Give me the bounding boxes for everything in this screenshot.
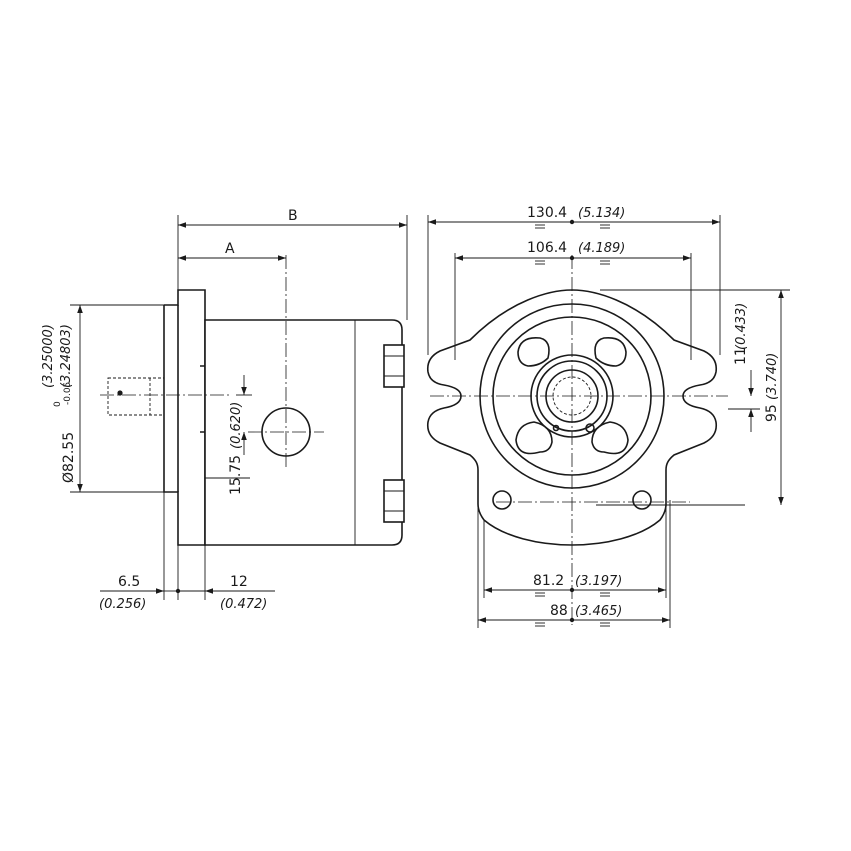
front-lug-bottom-left bbox=[515, 421, 553, 455]
dim-pilot-tol-upper: 0 bbox=[53, 401, 63, 407]
dim-slot-distance: 106.4 (4.189) bbox=[455, 240, 691, 265]
dim-height-mm: 95 bbox=[764, 404, 780, 422]
front-view: 130.4 (5.134) 106.4 (4.189) 11 (0.433) 9… bbox=[426, 205, 790, 628]
hub-pin bbox=[552, 424, 560, 432]
front-lug-bottom-right bbox=[591, 421, 629, 455]
drive-shaft bbox=[107, 377, 165, 416]
dim-a-label: A bbox=[225, 241, 235, 257]
dim-b: B bbox=[178, 208, 407, 228]
base-hole-left bbox=[492, 490, 512, 510]
front-lug-top-left bbox=[517, 336, 550, 367]
front-extension-lines bbox=[427, 215, 790, 628]
body-bolt-bottom bbox=[383, 479, 405, 523]
side-port bbox=[248, 255, 324, 470]
side-view: B A Ø82.55 0 -0.05 (3.25000) (3.24803) 1… bbox=[41, 208, 408, 612]
dim-slot-in: (4.189) bbox=[578, 241, 625, 256]
dim-a: A bbox=[178, 241, 286, 261]
dim-flange-thickness: 6.5 (0.256) bbox=[99, 574, 181, 612]
front-lug-top-right bbox=[594, 336, 627, 367]
dim-base-mm: 88 bbox=[550, 603, 568, 619]
dim-offset-in: (0.433) bbox=[734, 303, 749, 350]
dim-port-offset: 15.75 (0.620) bbox=[228, 375, 252, 495]
pump-body bbox=[204, 319, 403, 546]
dim-offset-mm: 11 bbox=[733, 347, 749, 365]
dim-flange-in: (0.256) bbox=[99, 597, 146, 612]
dim-b-label: B bbox=[288, 208, 298, 224]
dim-pilot-len-in: (0.472) bbox=[220, 597, 267, 612]
dim-port-offset-in: (0.620) bbox=[229, 402, 244, 449]
dim-base-in: (3.465) bbox=[575, 604, 622, 619]
dim-pilot-in-2: (3.24803) bbox=[59, 324, 74, 388]
hub-screw bbox=[585, 423, 595, 433]
dim-hole-spacing: 81.2 (3.197) bbox=[484, 573, 666, 597]
dim-holes-mm: 81.2 bbox=[533, 573, 564, 589]
dim-base-width: 88 (3.465) bbox=[478, 603, 670, 627]
dim-flange-mm: 6.5 bbox=[118, 574, 140, 590]
dim-width-in: (5.134) bbox=[578, 206, 625, 221]
dim-pilot-length: 12 (0.472) bbox=[178, 574, 275, 612]
dim-pilot-tol-lower: -0.05 bbox=[63, 382, 73, 405]
dim-port-offset-mm: 15.75 bbox=[228, 455, 244, 495]
dim-pilot-mm: Ø82.55 bbox=[61, 432, 77, 483]
base-hole-right bbox=[632, 490, 652, 510]
dim-holes-in: (3.197) bbox=[575, 574, 622, 589]
dim-pilot-len-mm: 12 bbox=[230, 574, 248, 590]
dim-pilot-in: (3.25000) bbox=[41, 324, 56, 388]
dim-offset: 11 (0.433) bbox=[733, 303, 754, 432]
dim-overall-width: 130.4 (5.134) bbox=[428, 205, 720, 229]
dim-pilot-diameter: Ø82.55 0 -0.05 (3.25000) (3.24803) bbox=[41, 305, 83, 492]
dim-slot-mm: 106.4 bbox=[527, 240, 567, 256]
dim-height-in: (3.740) bbox=[765, 353, 780, 400]
body-bolt-top bbox=[383, 344, 405, 388]
dim-height: 95 (3.740) bbox=[764, 290, 784, 505]
dim-width-mm: 130.4 bbox=[527, 205, 567, 221]
